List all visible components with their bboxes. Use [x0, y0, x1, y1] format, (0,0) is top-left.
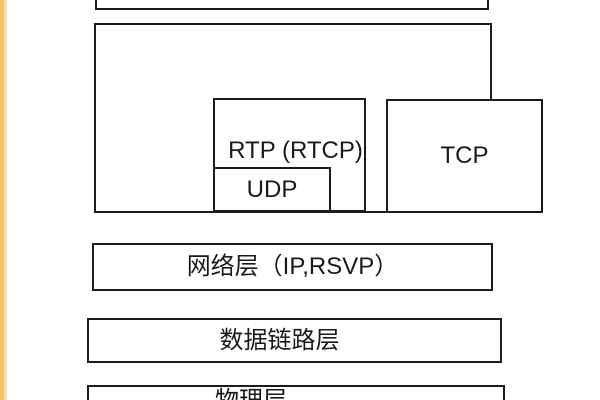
- udp-box: UDP: [213, 167, 331, 212]
- rtp-label: RTP (RTCP): [228, 137, 363, 164]
- datalink-layer-label: 数据链路层: [219, 326, 340, 354]
- transport-layer-box: RTP (RTCP) UDP TCP: [94, 23, 543, 213]
- rtp-box: RTP (RTCP) UDP: [213, 98, 366, 212]
- physical-layer-label: 物理层: [215, 389, 287, 400]
- network-layer-label: 网络层（IP,RSVP）: [186, 253, 399, 280]
- network-layer-box: 网络层（IP,RSVP）: [92, 243, 493, 291]
- tcp-label: TCP: [440, 142, 489, 169]
- udp-label: UDP: [246, 175, 298, 203]
- tcp-box: TCP: [386, 99, 543, 213]
- accent-bar: [0, 0, 7, 400]
- datalink-layer-box: 数据链路层: [87, 318, 502, 363]
- upper-layer-box-partial: [95, 0, 489, 10]
- rtp-label-area: RTP (RTCP): [215, 100, 364, 163]
- physical-layer-box-partial: 物理层: [87, 385, 505, 400]
